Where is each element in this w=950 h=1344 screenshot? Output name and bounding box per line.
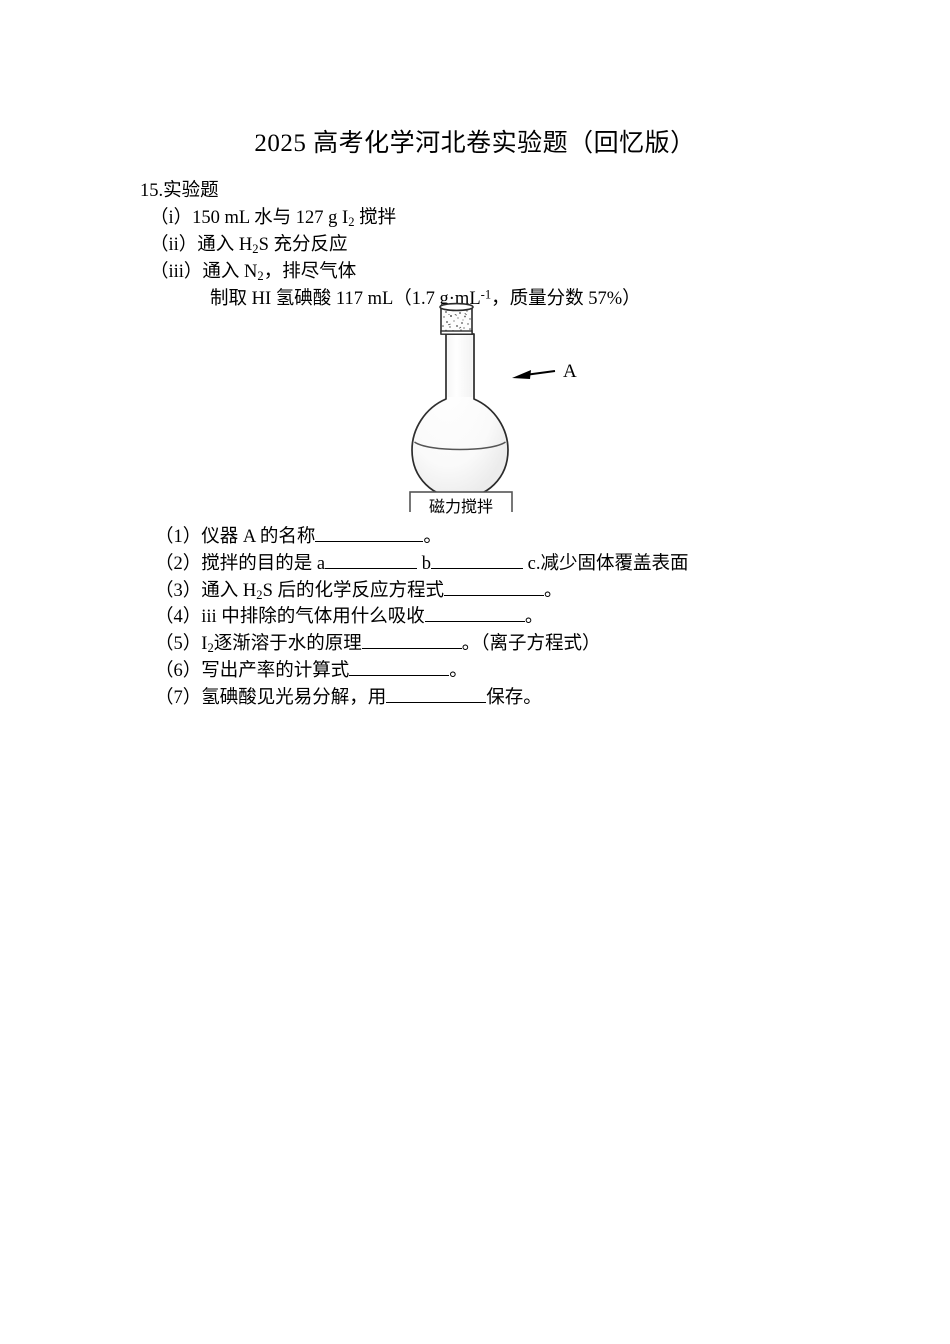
stem-step-iii: （iii）通入 N2，排尽气体 <box>140 259 840 286</box>
question-2-number: （2） <box>155 553 202 574</box>
question-1-answer-blank[interactable] <box>315 541 424 542</box>
question-1-number: （1） <box>155 527 202 547</box>
question-6: （6）写出产率的计算式 。 <box>155 658 895 685</box>
flask-stopper <box>439 302 474 335</box>
product-superscript: -1 <box>480 287 492 302</box>
problem-stem: 15.实验题 （i）150 mL 水与 127 g I2 搅拌 （ii）通入 H… <box>140 178 840 313</box>
stem-step-iii-subscript: 2 <box>257 269 264 284</box>
question-5: （5）I2逐渐溶于水的原理 。（离子方程式） <box>155 631 895 658</box>
stem-step-i-text-after: 搅拌 <box>354 208 397 228</box>
question-7-text-after: 保存。 <box>486 687 542 708</box>
questions-list: （1）仪器 A 的名称。 （2）搅拌的目的是 a b c.减少固体覆盖表面 （3… <box>155 524 895 712</box>
question-4-text: iii 中排除的气体用什么吸收 <box>201 607 425 628</box>
magnetic-stirrer-box <box>409 491 513 512</box>
question-3-text-before: 通入 H <box>201 580 257 601</box>
stem-heading: 15.实验题 <box>140 181 219 201</box>
question-1-text: 仪器 A 的名称 <box>201 527 316 547</box>
question-5-text-before: I <box>201 634 208 655</box>
question-2-text-b: b <box>417 553 431 574</box>
apparatus-figure: A 磁力搅拌 <box>380 292 580 516</box>
stem-step-i-label: （i） <box>150 208 193 228</box>
stem-step-iii-label: （iii） <box>150 262 203 282</box>
flask-neck-highlight <box>447 335 473 397</box>
question-2-answer-blank-b[interactable] <box>430 567 523 569</box>
question-2-text-a: 搅拌的目的是 a <box>201 553 326 574</box>
question-7-number: （7） <box>155 687 202 708</box>
question-7: （7）氢碘酸见光易分解，用 保存。 <box>155 685 895 712</box>
pointer-arrow-icon <box>512 370 556 379</box>
question-4: （4）iii 中排除的气体用什么吸收 。 <box>155 604 895 631</box>
question-2: （2）搅拌的目的是 a b c.减少固体覆盖表面 <box>155 551 895 578</box>
question-6-text: 写出产率的计算式 <box>201 660 350 681</box>
question-2-text-c: c.减少固体覆盖表面 <box>522 553 689 574</box>
question-5-text-after: 逐渐溶于水的原理 <box>213 634 362 655</box>
question-3: （3）通入 H2S 后的化学反应方程式 。 <box>155 578 895 605</box>
question-6-period: 。 <box>449 660 468 681</box>
pointer-label-a: A <box>563 361 577 382</box>
question-1: （1）仪器 A 的名称 。 <box>155 524 895 551</box>
stopper-rim <box>439 302 474 312</box>
stem-step-ii-text-after: S 充分反应 <box>258 235 348 255</box>
liquid-level-line <box>414 441 506 451</box>
question-5-answer-blank[interactable] <box>361 648 462 650</box>
product-text-after: ，质量分数 57%） <box>491 289 641 309</box>
question-4-answer-blank[interactable] <box>424 621 525 623</box>
question-4-number: （4） <box>155 607 202 628</box>
stem-step-i-subscript: 2 <box>348 215 355 230</box>
question-1-period: 。 <box>423 527 442 547</box>
stem-step-ii-text-before: 通入 H <box>197 235 253 255</box>
question-7-answer-blank[interactable] <box>386 701 487 703</box>
stem-step-ii-subscript: 2 <box>252 242 259 257</box>
stem-step-ii-label: （ii） <box>150 235 198 255</box>
product-text-before: 制取 HI 氢碘酸 117 mL（1.7 g·mL <box>210 289 481 309</box>
stopper-joint-band <box>440 330 473 335</box>
stem-step-iii-text-after: ，排尽气体 <box>263 262 357 282</box>
question-5-subscript: 2 <box>207 641 214 656</box>
question-6-number: （6） <box>155 660 202 681</box>
question-3-answer-blank[interactable] <box>443 594 544 596</box>
magnetic-stirrer-label: 磁力搅拌 <box>428 499 493 516</box>
question-3-text-after: S 后的化学反应方程式 <box>262 580 444 601</box>
question-2-answer-blank-a[interactable] <box>325 567 418 569</box>
stem-step-iii-text-before: 通入 N <box>202 262 258 282</box>
question-5-note: 。（离子方程式） <box>461 634 601 655</box>
page-title: 2025 高考化学河北卷实验题（回忆版） <box>254 130 696 157</box>
stem-step-i: （i）150 mL 水与 127 g I2 搅拌 <box>140 205 840 232</box>
question-7-text-before: 氢碘酸见光易分解，用 <box>201 687 387 708</box>
stem-product-line: 制取 HI 氢碘酸 117 mL（1.7 g·mL-1，质量分数 57%） <box>140 286 840 313</box>
question-3-period: 。 <box>543 580 563 601</box>
stopper-stipple-texture <box>442 309 471 333</box>
stem-step-i-text-before: 150 mL 水与 127 g I <box>192 208 349 228</box>
question-4-period: 。 <box>524 607 544 628</box>
question-3-number: （3） <box>155 580 202 601</box>
question-5-number: （5） <box>155 634 202 655</box>
stem-step-ii: （ii）通入 H2S 充分反应 <box>140 232 840 259</box>
question-6-answer-blank[interactable] <box>349 674 450 676</box>
question-3-subscript: 2 <box>256 587 263 602</box>
